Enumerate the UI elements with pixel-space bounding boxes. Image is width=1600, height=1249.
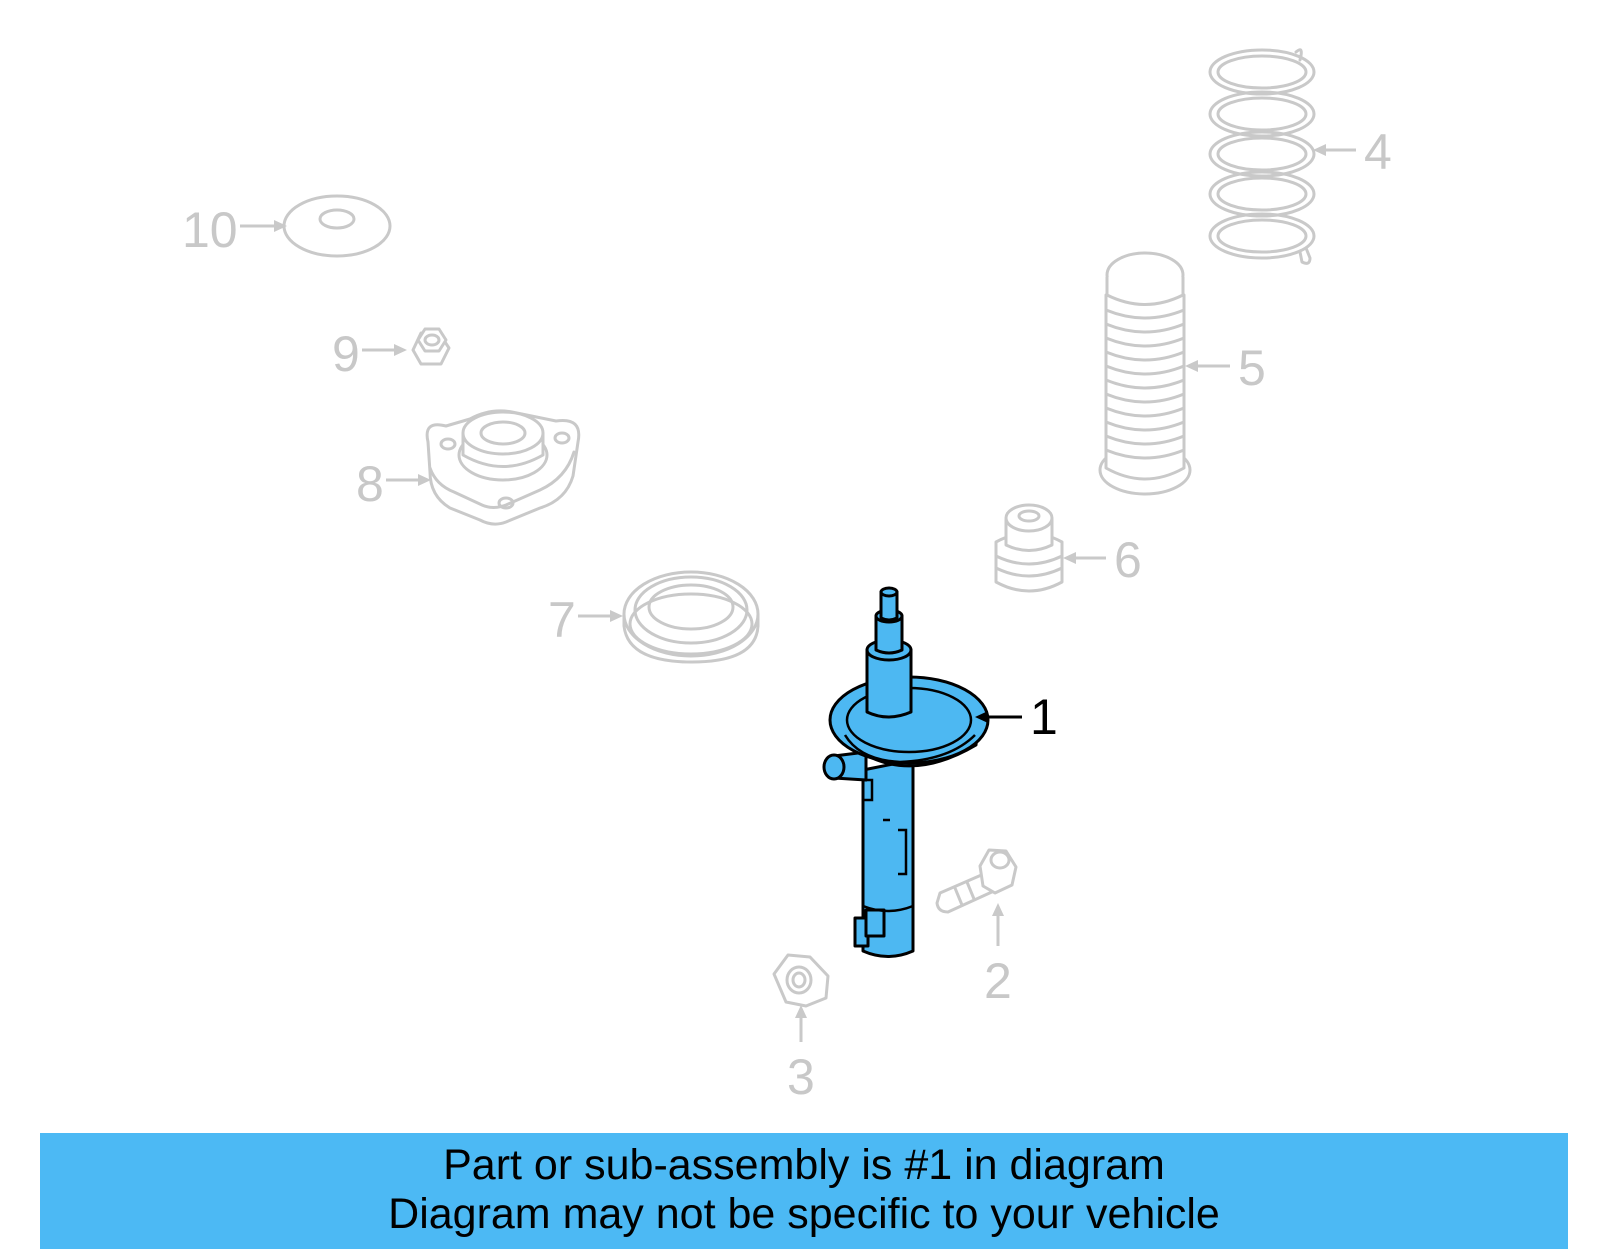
banner-line-2: Diagram may not be specific to your vehi… (388, 1190, 1220, 1238)
part-7-bearing: 7 (548, 570, 760, 664)
callout-9: 9 (332, 326, 360, 382)
part-5-dust-boot: 5 (1098, 251, 1266, 496)
callout-2: 2 (984, 953, 1012, 1009)
part-2-bolt: 2 (935, 848, 1018, 1009)
part-10-washer: 10 (182, 194, 392, 258)
callout-8: 8 (356, 456, 384, 512)
callout-4: 4 (1364, 124, 1392, 180)
part-3-nut: 3 (772, 953, 830, 1105)
part-1-strut-assembly: 1 (822, 586, 1058, 958)
part-8-strut-mount: 8 (356, 409, 581, 526)
banner-line-1: Part or sub-assembly is #1 in diagram (443, 1141, 1165, 1189)
callout-7: 7 (548, 592, 576, 648)
info-banner: Part or sub-assembly is #1 in diagram Di… (40, 1133, 1568, 1249)
part-4-coil-spring: 4 (1208, 48, 1392, 265)
callout-3: 3 (787, 1049, 815, 1105)
callout-6: 6 (1114, 532, 1142, 588)
part-6-bump-stop: 6 (994, 503, 1142, 593)
part-9-nut: 9 (332, 326, 451, 382)
callout-5: 5 (1238, 340, 1266, 396)
callout-10: 10 (182, 202, 238, 258)
callout-1: 1 (1030, 689, 1058, 745)
